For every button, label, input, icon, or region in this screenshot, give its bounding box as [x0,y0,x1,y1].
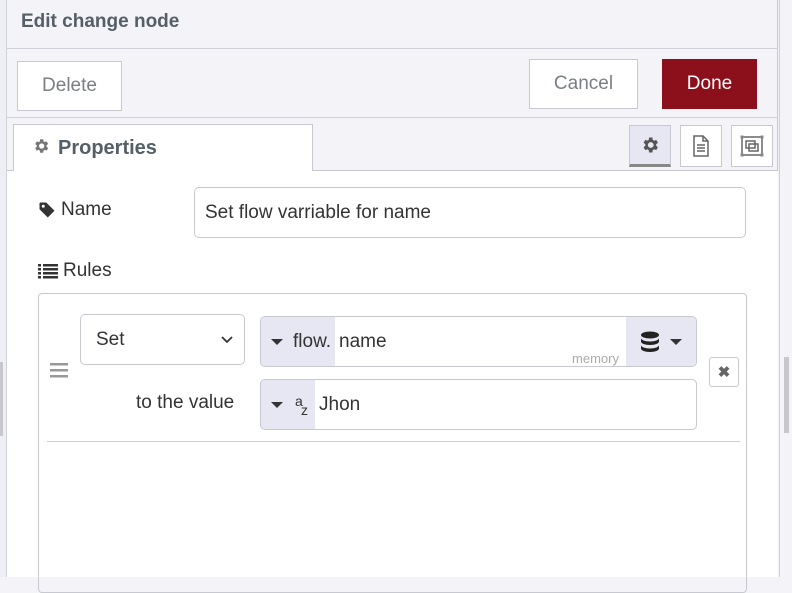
appearance-tab-button[interactable] [731,125,773,167]
rules-list: Set flow. name memory to the value [38,293,747,593]
rule-value-input[interactable]: a z Jhon [260,379,697,430]
tab-properties-label: Properties [58,137,157,159]
tab-bar: Properties [7,119,778,172]
caret-down-icon [271,338,283,345]
scrollbar-thumb[interactable] [784,357,789,433]
tab-properties[interactable]: Properties [13,124,313,172]
list-icon [38,264,58,279]
gear-icon [32,137,50,160]
drag-handle-icon[interactable] [50,362,68,383]
gear-icon [643,137,658,153]
remove-rule-button[interactable]: ✖ [709,357,739,387]
frame-icon [740,135,764,157]
left-scrollbar[interactable] [0,362,3,436]
chevron-down-icon [221,335,233,343]
document-icon [693,135,709,157]
caret-down-icon [271,401,283,408]
name-label-text: Name [61,199,112,220]
cancel-button[interactable]: Cancel [529,59,638,109]
properties-tab-button[interactable] [629,125,671,167]
rule-target-input[interactable]: flow. name memory [260,316,697,367]
tray-header: Edit change node [7,0,778,49]
tag-icon [39,202,55,218]
rule-action-value: Set [96,328,125,350]
target-type-button[interactable]: flow. [261,317,336,366]
done-button[interactable]: Done [662,59,757,109]
left-panel-edge [0,0,7,577]
description-tab-button[interactable] [680,125,722,167]
value-input-text[interactable]: Jhon [319,393,361,415]
rule-action-select[interactable]: Set [80,314,245,365]
target-property-value[interactable]: name [339,330,387,352]
target-type-label: flow. [293,330,332,352]
name-label: Name [38,199,112,221]
edit-tray: Edit change node Delete Cancel Done Prop… [7,0,778,593]
right-scrollbar[interactable] [779,0,792,577]
rules-label-text: Rules [63,260,112,281]
properties-content: Name Set flow varriable for name Rules S… [7,171,778,593]
tray-title: Edit change node [21,11,180,32]
value-type-button[interactable]: a z [261,380,315,429]
rule-divider [47,441,740,442]
string-type-icon: a z [295,392,308,418]
caret-down-icon [670,338,682,345]
delete-button[interactable]: Delete [17,61,122,111]
tray-toolbar: Delete Cancel Done [7,49,778,118]
context-store-label: memory [572,351,619,366]
context-store-button[interactable] [626,317,696,366]
name-input[interactable]: Set flow varriable for name [194,187,746,238]
rules-label: Rules [38,260,112,282]
database-icon [641,331,659,352]
close-icon: ✖ [717,364,731,381]
to-value-label: to the value [136,392,235,413]
